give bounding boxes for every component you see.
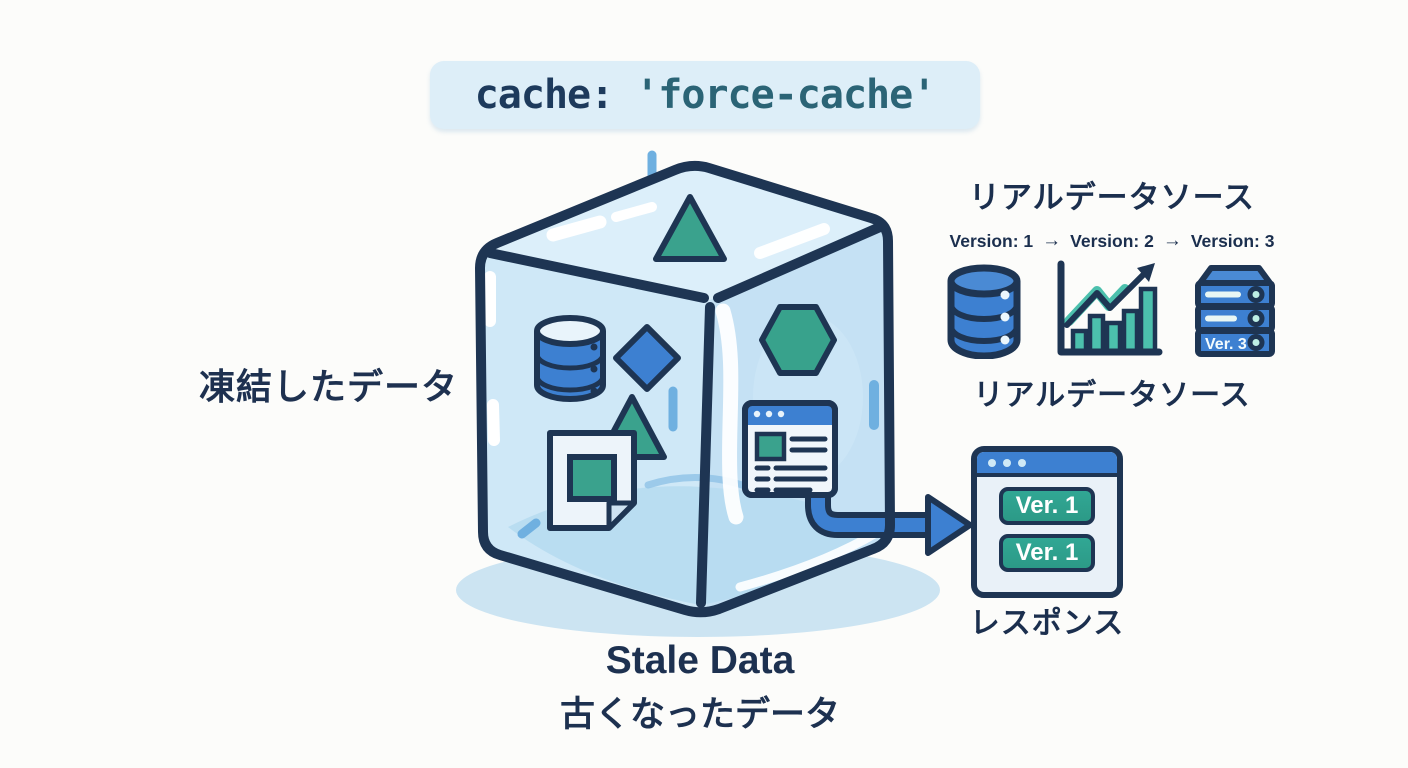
response-label: レスポンス bbox=[969, 607, 1125, 640]
cube-inner-edges bbox=[485, 222, 885, 608]
window-dot-icon bbox=[988, 458, 996, 467]
real-data-source-caption: リアルデータソース bbox=[973, 379, 1251, 412]
cube-outline bbox=[475, 160, 895, 618]
real-data-source-title: リアルデータソース bbox=[968, 180, 1256, 215]
frozen-browser-icon bbox=[742, 400, 838, 498]
frozen-database-icon bbox=[534, 315, 606, 403]
frozen-document-icon bbox=[547, 430, 637, 531]
version-2-label: Version: 2 bbox=[1070, 230, 1154, 251]
real-data-source-section: リアルデータソース Version: 1 → Version: 2 → Vers… bbox=[938, 172, 1286, 414]
ice-highlights bbox=[484, 202, 881, 592]
data-source-icons: Ver. 3 bbox=[938, 259, 1286, 359]
frozen-data-label: 凍結したデータ bbox=[198, 366, 458, 407]
frozen-diamond-icon bbox=[613, 324, 681, 392]
version-badge: Ver. 1 bbox=[999, 534, 1095, 572]
response-window-titlebar bbox=[977, 452, 1117, 477]
growth-chart-icon bbox=[1057, 260, 1163, 356]
server-stack-icon: Ver. 3 bbox=[1195, 265, 1275, 357]
code-cache-value: 'force-cache' bbox=[635, 72, 936, 118]
ice-cube-illustration bbox=[456, 150, 973, 637]
server-version-badge: Ver. 3 bbox=[1205, 336, 1247, 353]
response-window: Ver. 1 Ver. 1 bbox=[971, 446, 1123, 598]
version-badge: Ver. 1 bbox=[999, 487, 1095, 525]
cache-response-arrow bbox=[805, 470, 973, 556]
version-history: Version: 1 → Version: 2 → Version: 3 bbox=[938, 230, 1286, 252]
version-arrow-icon: → bbox=[1042, 230, 1062, 251]
version-1-label: Version: 1 bbox=[949, 230, 1034, 251]
response-badges: Ver. 1 Ver. 1 bbox=[977, 477, 1117, 572]
code-cache-key: cache: bbox=[474, 72, 614, 118]
stale-data-title-ja: 古くなったデータ bbox=[559, 695, 840, 734]
window-dot-icon bbox=[1003, 458, 1011, 467]
stale-data-title-en: Stale Data bbox=[605, 639, 795, 682]
code-label: cache: 'force-cache' bbox=[430, 61, 980, 129]
frozen-hexagon-icon bbox=[759, 304, 837, 376]
version-3-label: Version: 3 bbox=[1190, 230, 1275, 251]
version-arrow-icon: → bbox=[1162, 230, 1182, 251]
window-dot-icon bbox=[1018, 458, 1026, 467]
frozen-triangle-icon bbox=[653, 194, 727, 262]
database-icon bbox=[947, 264, 1021, 359]
